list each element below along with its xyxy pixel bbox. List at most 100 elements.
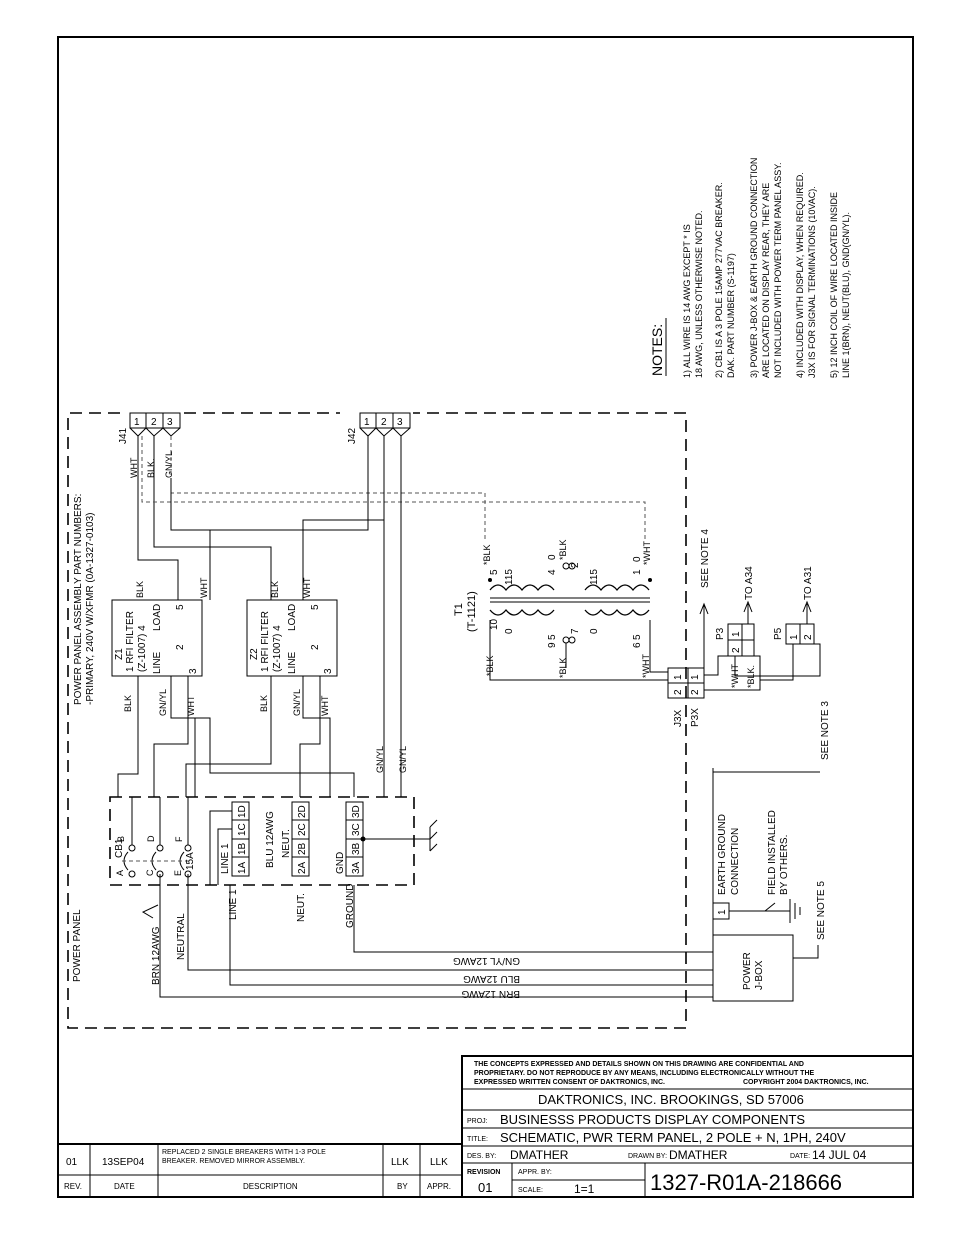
t1-part-label: (T-1121) <box>466 591 478 632</box>
z1-in-wht-label: WHT <box>199 577 209 598</box>
appr-by-label: APPR. BY: <box>518 1169 552 1176</box>
rev-date: 13SEP04 <box>102 1157 145 1168</box>
breaker-enclosure <box>109 796 415 886</box>
term-2b: 2B <box>297 842 308 855</box>
note-5-line-a: 5) 12 INCH COIL OF WIRE LOCATED INSIDE <box>829 192 839 378</box>
note-3-line-b: ARE LOCATED ON DISPLAY REAR, THEY ARE <box>761 183 771 378</box>
z1-out-gnyl-label: GN/YL <box>158 689 168 716</box>
see-note-5: SEE NOTE 5 <box>816 881 827 940</box>
notes-heading: NOTES: <box>649 324 665 376</box>
t1-pin-0b: 0 <box>632 556 643 562</box>
j41-wht-label: WHT <box>129 457 139 478</box>
copyright: COPYRIGHT 2004 DAKTRONICS, INC. <box>743 1079 869 1086</box>
earth-ground-icon <box>789 899 801 923</box>
rev-by: LLK <box>391 1157 409 1168</box>
connector-j3x-p3x: 1 2 1 2 J3X P3X <box>667 667 705 727</box>
terminal-block-ground: 3A 3B 3C 3D GND <box>335 801 414 877</box>
t1-sec-9: 9 <box>547 642 558 648</box>
see-note-4: SEE NOTE 4 <box>700 529 711 588</box>
t1-pin-4: 4 <box>547 569 558 575</box>
see-note-3: SEE NOTE 3 <box>820 701 831 760</box>
j3x-pin-2: 2 <box>673 689 684 695</box>
j42-pin-1: 1 <box>364 417 370 428</box>
power-panel-boundary <box>67 412 687 1029</box>
z1-load-label: LOAD <box>152 604 163 631</box>
confidential-line-2: PROPRIETARY. DO NOT REPRODUCE BY ANY MEA… <box>474 1070 815 1077</box>
t1-sec-10: 10 <box>489 618 500 630</box>
ground-lower-label: GROUND <box>345 884 356 928</box>
z1-out-blk-label: BLK <box>123 695 133 712</box>
drawing-date: 14 JUL 04 <box>812 1148 867 1162</box>
term-3c: 3C <box>351 823 362 836</box>
t1-blk-top-label: *BLK <box>482 544 492 565</box>
t1-label: T1 <box>453 603 465 616</box>
note-1-line-a: 1) ALL WIRE IS 14 AWG EXCEPT * IS <box>682 224 692 378</box>
drawing-number: 1327-R01A-218666 <box>650 1170 842 1195</box>
rev-appr: LLK <box>430 1157 448 1168</box>
z1-pin-3: 3 <box>188 668 199 674</box>
rfi-filter-z1: Z1 1 RFI FILTER (Z-1007) 4 LINE LOAD 2 5… <box>111 599 203 677</box>
chassis-ground-icon <box>414 819 438 852</box>
t1-wht-top-label: *WHT <box>642 541 652 565</box>
term-2c: 2C <box>297 823 308 836</box>
p3x-label: P3X <box>690 708 701 727</box>
line1-terminal-label: LINE 1 <box>220 843 231 874</box>
title-block: THE CONCEPTS EXPRESSED AND DETAILS SHOWN… <box>461 1055 914 1198</box>
earth-pin-1: 1 <box>717 909 728 915</box>
gnd-terminal-label: GND <box>335 852 346 874</box>
t1-sec-0a: 0 <box>504 628 515 634</box>
p5-pin-2: 2 <box>803 634 814 640</box>
j42-gnyl-label-a: GN/YL <box>375 746 385 773</box>
header-description: DESCRIPTION <box>243 1182 298 1191</box>
p3-wht-label: *WHT <box>730 664 740 688</box>
field-installed-1: FIELD INSTALLED <box>767 810 778 895</box>
header-date: DATE <box>114 1182 135 1191</box>
p3x-pin-1: 1 <box>690 674 701 680</box>
revision-label: REVISION <box>467 1169 500 1176</box>
t1-sec-5b: 5 <box>632 634 643 640</box>
t1-sec-7: 7 <box>570 628 581 634</box>
j42-pin-2: 2 <box>381 417 387 428</box>
panel-title-line-2: -PRIMARY, 240V W/XFMR (0A-1327-0103) <box>85 513 96 705</box>
upper-wiring <box>137 436 646 797</box>
term-2a: 2A <box>297 861 308 874</box>
term-3b: 3B <box>351 842 362 855</box>
z1-label: Z1 <box>114 648 125 660</box>
title-label: TITLE: <box>467 1136 488 1143</box>
power-panel-label: POWER PANEL <box>72 909 83 982</box>
des-by-label: DES. BY: <box>467 1153 496 1160</box>
panel-title-line-1: POWER PANEL ASSEMBLY PART NUMBERS: <box>73 494 84 705</box>
t1-sec-0b: 0 <box>589 628 600 634</box>
term-1d: 1D <box>237 805 248 818</box>
rfi-filter-z2: Z2 1 RFI FILTER (Z-1007) 4 LINE LOAD 2 5… <box>246 599 338 677</box>
z1-out-wht-label: WHT <box>186 695 196 716</box>
note-2-line-a: 2) CB1 IS A 3 POLE 15AMP 277VAC BREAKER. <box>714 182 724 378</box>
signal-wiring <box>704 643 821 691</box>
note-3-line-c: NOT INCLUDED WITH POWER TERM PANEL ASSY. <box>773 162 783 378</box>
z2-pin-5: 5 <box>310 604 321 610</box>
connector-p3: 1 2 P3 TO A34 <box>715 566 755 657</box>
p3-pin-2: 2 <box>731 647 742 653</box>
secondary-wiring <box>489 620 668 681</box>
z2-out-wht-label: WHT <box>320 695 330 716</box>
date-label: DATE: <box>790 1153 810 1160</box>
rev-description-1: REPLACED 2 SINGLE BREAKERS WITH 1-3 POLE <box>162 1149 326 1156</box>
terminal-block-line1: 1A 1B 1C 1D LINE 1 BLU 12AWG <box>220 801 276 877</box>
confidential-line-3: EXPRESSED WRITTEN CONSENT OF DAKTRONICS,… <box>474 1079 665 1086</box>
t1-115-a: 115 <box>504 569 515 585</box>
note-1-line-b: 18 AWG, UNLESS OTHERWISE NOTED. <box>694 210 704 378</box>
scale-label: SCALE: <box>518 1187 543 1194</box>
z1-line-label: LINE <box>152 651 163 674</box>
line1-lower-label: LINE 1 <box>228 889 239 920</box>
j42-gnyl-label-b: GN/YL <box>398 746 408 773</box>
jbox-area: SEE NOTE 3 1 EARTH GROUND CONNECTION FIE… <box>712 701 831 1002</box>
revision-table: 01 13SEP04 REPLACED 2 SINGLE BREAKERS WI… <box>57 1143 463 1198</box>
cb1-pole-e: E <box>173 870 183 876</box>
header-by: BY <box>397 1182 408 1191</box>
blu-12awg-label: BLU 12AWG <box>265 811 276 868</box>
note-2-line-b: DAK. PART NUMBER (S-1197) <box>726 253 736 378</box>
jbox-label: J-BOX <box>754 960 765 990</box>
z2-in-blk-label: BLK <box>270 581 280 598</box>
cb1-pole-b: B <box>116 836 126 842</box>
